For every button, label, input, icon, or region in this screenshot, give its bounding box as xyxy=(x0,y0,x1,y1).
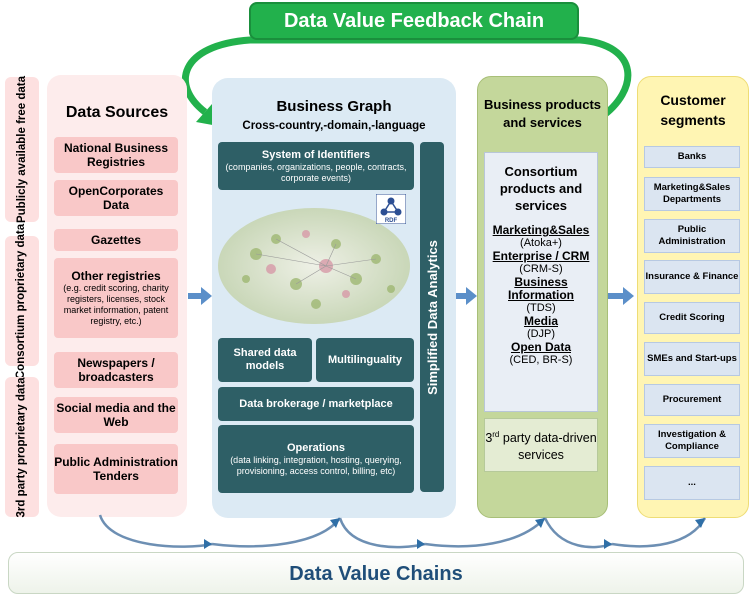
product-media: Media(DJP) xyxy=(523,314,558,341)
source-social-media: Social media and the Web xyxy=(54,397,178,433)
operations-box: Operations (data linking, integration, h… xyxy=(218,425,414,493)
data-sources-title: Data Sources xyxy=(65,104,169,121)
business-graph-title: Business Graph xyxy=(276,98,392,115)
simplified-data-analytics: Simplified Data Analytics xyxy=(420,142,444,492)
multilinguality: Multilinguality xyxy=(316,338,414,382)
product-marketing-sales: Marketing&Sales(Atoka+) xyxy=(492,223,590,250)
segment-public-administration: Public Administration xyxy=(644,219,740,253)
consortium-title: Consortium products and services xyxy=(499,164,583,213)
third-party-services: 3rd party data-driven services xyxy=(484,418,598,472)
data-brokerage: Data brokerage / marketplace xyxy=(218,387,414,421)
segment-smes-startups: SMEs and Start-ups xyxy=(644,342,740,376)
customer-segments-title: Customer segments xyxy=(660,92,726,128)
segment-procurement: Procurement xyxy=(644,384,740,416)
source-other-registries: Other registries (e.g. credit scoring, c… xyxy=(54,258,178,338)
product-open-data: Open Data(CED, BR-S) xyxy=(509,340,573,367)
linked-data-cloud-image xyxy=(218,208,410,324)
consortium-products-box: Consortium products and services Marketi… xyxy=(484,152,598,412)
business-graph-subtitle: Cross-country,-domain,-language xyxy=(242,120,426,132)
side-label-consortium: Consortium proprietary data xyxy=(5,223,39,379)
rdf-logo-icon: RDF xyxy=(376,194,406,224)
segment-insurance-finance: Insurance & Finance xyxy=(644,260,740,294)
data-value-chains-title: Data Value Chains xyxy=(8,552,744,594)
side-label-third-party: 3rd party proprietary data xyxy=(5,377,39,517)
product-business-information: Business Information(TDS) xyxy=(508,275,574,315)
segment-investigation-compliance: Investigation & Compliance xyxy=(644,424,740,458)
system-of-identifiers: System of Identifiers (companies, organi… xyxy=(218,142,414,190)
segment-more: ... xyxy=(644,466,740,500)
feedback-chain-title: Data Value Feedback Chain xyxy=(249,2,579,40)
source-opencorporates: OpenCorporates Data xyxy=(54,180,178,216)
source-national-registries: National Business Registries xyxy=(54,137,178,173)
source-tenders: Public Administration Tenders xyxy=(54,444,178,494)
segment-credit-scoring: Credit Scoring xyxy=(644,302,740,334)
business-products-title: Business products and services xyxy=(483,97,602,130)
side-label-public: Publicly available free data xyxy=(5,76,39,223)
segment-banks: Banks xyxy=(644,146,740,168)
source-gazettes: Gazettes xyxy=(54,229,178,251)
source-newspapers: Newspapers / broadcasters xyxy=(54,352,178,388)
shared-data-models: Shared data models xyxy=(218,338,312,382)
rdf-logo-text: RDF xyxy=(385,218,398,224)
segment-marketing-sales: Marketing&Sales Departments xyxy=(644,177,740,211)
product-enterprise-crm: Enterprise / CRM(CRM-S) xyxy=(492,249,590,276)
